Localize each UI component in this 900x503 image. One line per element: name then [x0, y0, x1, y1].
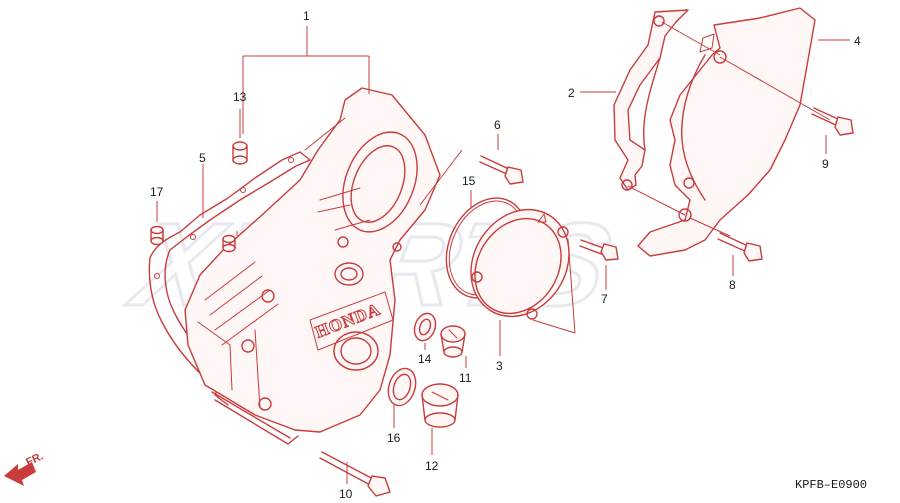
callout-1: 1 [303, 9, 310, 23]
fr-label: FR. [24, 450, 45, 468]
bolt-7 [579, 239, 619, 290]
dowel-pin-17a [150, 225, 164, 246]
callout-11: 11 [459, 371, 472, 385]
callout-13: 13 [233, 90, 247, 104]
callout-12: 12 [425, 459, 439, 473]
dowel-pin-13 [232, 141, 248, 165]
callout-17: 17 [150, 185, 164, 199]
generator-cover-3 [470, 208, 570, 320]
bolt-8 [717, 232, 763, 276]
left-crankcase-cover: HONDA [184, 87, 441, 445]
callout-3: 3 [496, 359, 503, 373]
callout-7: 7 [601, 292, 608, 306]
callout-5: 5 [199, 151, 206, 165]
gasket-hole [154, 273, 160, 279]
callout-9: 9 [822, 157, 829, 171]
callout-16: 16 [387, 431, 401, 445]
callout-10: 10 [339, 487, 353, 501]
sprocket-cover-4 [637, 7, 850, 257]
bolt-9 [811, 107, 854, 154]
plug-11 [440, 325, 467, 368]
gasket-hole [288, 157, 294, 163]
dowel-pin-17b [222, 234, 236, 253]
washer-14 [413, 312, 437, 350]
callout-8: 8 [729, 278, 736, 292]
gasket-hole [240, 187, 246, 193]
diagram-code: KPFB–E0900 [795, 478, 867, 492]
bolt-10 [319, 451, 391, 497]
callout-6: 6 [494, 118, 501, 132]
bolt-6 [479, 134, 524, 185]
callout-15: 15 [462, 174, 476, 188]
plug-12 [421, 383, 459, 455]
front-direction-arrow: FR. [4, 450, 45, 486]
callout-14: 14 [418, 352, 432, 366]
cover-gasket-2 [580, 9, 689, 191]
gasket-hole [190, 234, 196, 240]
callout-2: 2 [568, 86, 575, 100]
callout-4: 4 [854, 34, 861, 48]
o-ring-16 [387, 367, 417, 428]
